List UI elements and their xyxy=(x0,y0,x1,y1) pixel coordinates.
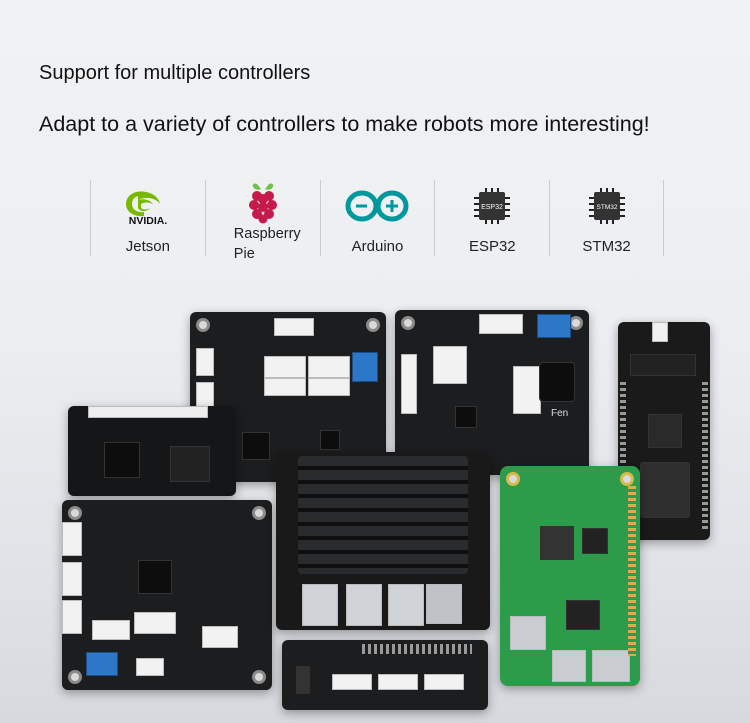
controller-label-stm32: STM32 xyxy=(582,238,631,255)
expansion-strip-board xyxy=(282,640,488,710)
controller-jetson: NVIDIA. Jetson xyxy=(90,180,205,256)
arduino-logo-icon xyxy=(344,184,410,228)
controller-stm32: STM32 STM32 xyxy=(549,180,664,256)
stm32-board xyxy=(68,406,236,496)
controller-boards-illustration: Fen xyxy=(0,290,750,723)
jetson-board xyxy=(276,452,490,630)
raspberry-pi-board xyxy=(500,466,640,686)
controller-arduino: Arduino xyxy=(319,180,435,256)
svg-text:ESP32: ESP32 xyxy=(481,204,503,211)
headline-adapt: Adapt to a variety of controllers to mak… xyxy=(39,112,650,136)
driver-board-top-right: Fen xyxy=(395,310,589,475)
esp32-chip-icon: ESP32 xyxy=(470,184,514,228)
fen-label: Fen xyxy=(551,408,569,419)
controller-label-raspberry: Raspberry Pie xyxy=(233,226,301,262)
controller-esp32: ESP32 ESP32 xyxy=(434,180,549,256)
controller-raspberry: Raspberry Pie xyxy=(204,180,320,262)
svg-text:STM32: STM32 xyxy=(596,204,617,211)
headline-support: Support for multiple controllers xyxy=(39,62,311,84)
controller-label-esp32: ESP32 xyxy=(468,238,516,255)
svg-text:NVIDIA.: NVIDIA. xyxy=(129,215,168,226)
nvidia-logo-icon: NVIDIA. xyxy=(120,184,176,228)
controller-label-arduino: Arduino xyxy=(351,238,404,255)
controller-label-jetson: Jetson xyxy=(125,238,170,255)
stm32-chip-icon: STM32 xyxy=(585,184,629,228)
controller-logo-row: NVIDIA. Jetson Raspberry Pie xyxy=(90,180,664,262)
driver-board-bottom-left xyxy=(62,500,272,690)
raspberry-pi-logo-icon xyxy=(243,180,283,224)
